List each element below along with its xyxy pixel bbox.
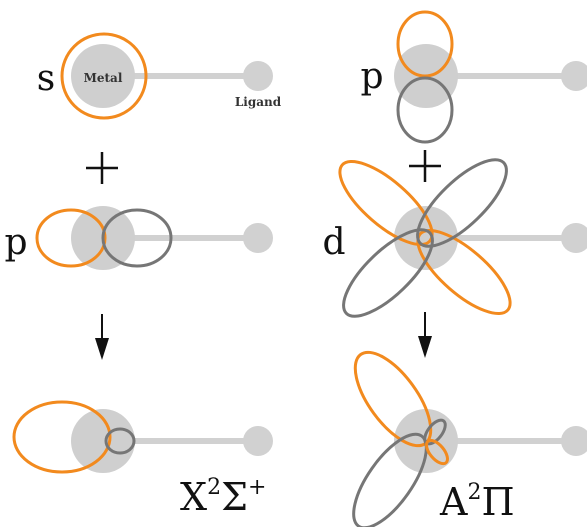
ligand-atom bbox=[243, 61, 273, 91]
ligand-atom bbox=[561, 223, 587, 253]
ligand-atom bbox=[243, 426, 273, 456]
p-orbital-gray-lobe bbox=[101, 208, 173, 268]
d-orbital-orange-lobe-lower-right bbox=[416, 228, 512, 316]
metal-label: Metal bbox=[84, 71, 123, 85]
d-orbital-gray-lobe-lower-left bbox=[342, 228, 434, 318]
right-d-orbital-group: d bbox=[322, 158, 587, 318]
right-plus-sign bbox=[409, 150, 441, 182]
d-orbital-orange-lobe-upper-left bbox=[338, 159, 434, 247]
p-orbital-label: p bbox=[4, 222, 27, 263]
state-sym: Σ bbox=[221, 475, 248, 519]
left-s-orbital-group: Metal Ligand s bbox=[37, 32, 282, 120]
hybrid-orange-lobe bbox=[12, 400, 112, 474]
left-down-arrow bbox=[95, 314, 109, 360]
state-label-pi: A2Π bbox=[439, 480, 515, 524]
state-sup1: 2 bbox=[207, 475, 221, 500]
right-p-orbital-group: p bbox=[360, 10, 587, 144]
left-p-orbital-group: p bbox=[4, 206, 273, 270]
p-orbital-gray-lobe bbox=[396, 76, 454, 144]
hybrid-orange-lobe-small bbox=[425, 438, 449, 466]
ligand-atom bbox=[561, 426, 587, 456]
ligand-atom bbox=[243, 223, 273, 253]
s-orbital-label: s bbox=[37, 58, 55, 99]
state-sym: Π bbox=[481, 480, 514, 524]
hybrid-gray-lobe-large bbox=[352, 432, 428, 530]
right-down-arrow bbox=[418, 312, 432, 358]
d-orbital-gray-lobe-upper-right bbox=[416, 158, 508, 248]
d-orbital-label: d bbox=[322, 222, 345, 263]
metal-atom bbox=[394, 206, 458, 270]
state-base: X bbox=[180, 475, 207, 519]
ligand-atom bbox=[561, 61, 587, 91]
p-orbital-orange-lobe bbox=[396, 10, 454, 78]
metal-atom bbox=[71, 44, 135, 108]
metal-atom bbox=[71, 409, 135, 473]
arrow-head bbox=[418, 336, 432, 358]
state-sup1: 2 bbox=[467, 480, 481, 505]
state-sup2: + bbox=[248, 475, 266, 500]
p-orbital-orange-lobe bbox=[35, 208, 107, 268]
hybrid-gray-lobe bbox=[104, 427, 136, 455]
p-orbital-label: p bbox=[360, 56, 383, 97]
left-plus-sign bbox=[86, 152, 118, 184]
right-result-orbital-group bbox=[352, 350, 587, 530]
state-base: A bbox=[439, 480, 468, 524]
ligand-label: Ligand bbox=[235, 95, 282, 109]
s-orbital-lobe bbox=[60, 32, 148, 120]
arrow-head bbox=[95, 338, 109, 360]
left-result-orbital-group bbox=[12, 400, 273, 474]
state-label-sigma: X2Σ+ bbox=[180, 475, 266, 519]
